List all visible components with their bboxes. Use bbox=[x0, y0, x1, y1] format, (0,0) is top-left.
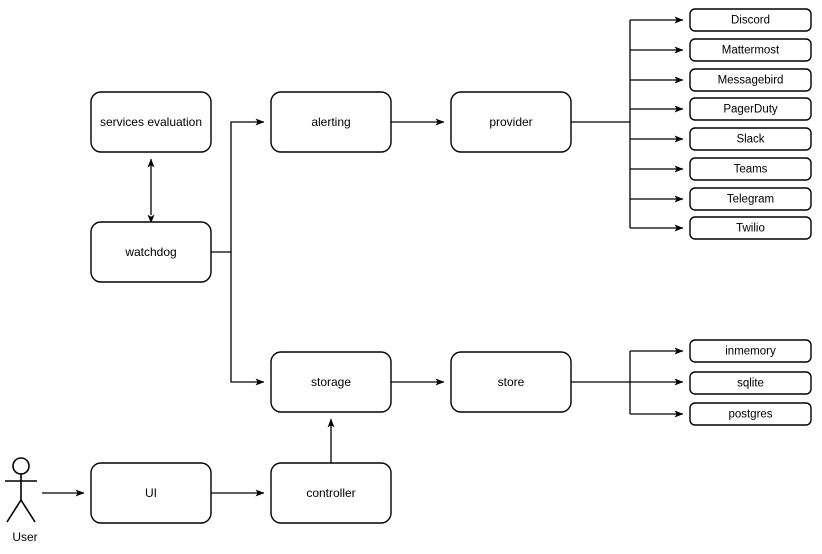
node-store-box[interactable] bbox=[450, 351, 572, 413]
user-actor[interactable]: User bbox=[5, 457, 38, 544]
leaf-provider-mattermost[interactable]: Mattermost bbox=[689, 38, 812, 62]
node-storage[interactable]: storage bbox=[270, 351, 392, 413]
edge-watchdog-alerting bbox=[211, 118, 265, 253]
node-alerting-label: alerting bbox=[311, 115, 350, 129]
leaf-provider-telegram-box[interactable] bbox=[689, 187, 812, 211]
edge-layer bbox=[42, 16, 684, 497]
actor-head-icon bbox=[12, 457, 30, 475]
leaf-store-sqlite-label: sqlite bbox=[737, 378, 764, 390]
leaf-provider-teams-box[interactable] bbox=[689, 157, 812, 181]
leaf-provider-pagerduty-label: PagerDuty bbox=[723, 104, 778, 116]
leaf-provider-teams-label: Teams bbox=[734, 164, 768, 176]
actor-leg-left bbox=[6, 499, 22, 523]
leaf-store-inmemory-box[interactable] bbox=[689, 339, 812, 363]
leaf-provider-telegram-label: Telegram bbox=[727, 194, 774, 206]
leaf-provider-discord-label: Discord bbox=[731, 15, 770, 27]
node-ui-box[interactable] bbox=[90, 462, 212, 524]
leaf-store-sqlite[interactable]: sqlite bbox=[689, 371, 812, 395]
node-storage-label: storage bbox=[311, 375, 351, 389]
node-storage-box[interactable] bbox=[270, 351, 392, 413]
node-alerting[interactable]: alerting bbox=[270, 91, 392, 153]
leaf-store-postgres[interactable]: postgres bbox=[689, 402, 812, 426]
leaf-provider-slack-label: Slack bbox=[736, 134, 764, 146]
node-provider-box[interactable] bbox=[450, 91, 572, 153]
leaf-provider-mattermost-label: Mattermost bbox=[722, 45, 780, 57]
actor-leg-right bbox=[20, 499, 36, 523]
node-watchdog-label: watchdog bbox=[124, 245, 176, 259]
node-controller-box[interactable] bbox=[270, 462, 392, 524]
node-alerting-box[interactable] bbox=[270, 91, 392, 153]
leaf-store-postgres-box[interactable] bbox=[689, 402, 812, 426]
node-services-evaluation-label: services evaluation bbox=[100, 115, 202, 129]
provider-leaf-group: Discord Mattermost Messagebird PagerDuty… bbox=[689, 8, 812, 240]
node-services-evaluation[interactable]: services evaluation bbox=[90, 91, 212, 153]
node-services-evaluation-box[interactable] bbox=[90, 91, 212, 153]
leaf-provider-twilio-box[interactable] bbox=[689, 216, 812, 240]
leaf-provider-messagebird-label: Messagebird bbox=[718, 75, 784, 87]
node-provider-label: provider bbox=[489, 115, 532, 129]
leaf-provider-messagebird-box[interactable] bbox=[689, 68, 812, 92]
leaf-provider-twilio[interactable]: Twilio bbox=[689, 216, 812, 240]
leaf-provider-twilio-label: Twilio bbox=[736, 223, 765, 235]
node-watchdog[interactable]: watchdog bbox=[90, 221, 212, 283]
leaf-provider-telegram[interactable]: Telegram bbox=[689, 187, 812, 211]
leaf-store-inmemory[interactable]: inmemory bbox=[689, 339, 812, 363]
store-leaf-group: inmemory sqlite postgres bbox=[689, 339, 812, 426]
node-ui-label: UI bbox=[145, 486, 157, 500]
node-provider[interactable]: provider bbox=[450, 91, 572, 153]
edge-watchdog-storage bbox=[230, 252, 265, 386]
leaf-provider-mattermost-box[interactable] bbox=[689, 38, 812, 62]
leaf-provider-discord-box[interactable] bbox=[689, 8, 812, 32]
node-controller-label: controller bbox=[306, 486, 355, 500]
leaf-store-sqlite-box[interactable] bbox=[689, 371, 812, 395]
leaf-store-postgres-label: postgres bbox=[728, 409, 772, 421]
leaf-store-inmemory-label: inmemory bbox=[725, 346, 776, 358]
user-actor-label: User bbox=[12, 530, 37, 544]
leaf-provider-pagerduty-box[interactable] bbox=[689, 97, 812, 121]
node-store[interactable]: store bbox=[450, 351, 572, 413]
node-store-label: store bbox=[498, 375, 525, 389]
leaf-provider-pagerduty[interactable]: PagerDuty bbox=[689, 97, 812, 121]
node-controller[interactable]: controller bbox=[270, 462, 392, 524]
leaf-provider-slack[interactable]: Slack bbox=[689, 127, 812, 151]
leaf-provider-slack-box[interactable] bbox=[689, 127, 812, 151]
leaf-provider-messagebird[interactable]: Messagebird bbox=[689, 68, 812, 92]
node-layer: services evaluation watchdog alerting pr… bbox=[90, 91, 572, 524]
node-ui[interactable]: UI bbox=[90, 462, 212, 524]
leaf-provider-teams[interactable]: Teams bbox=[689, 157, 812, 181]
node-watchdog-box[interactable] bbox=[90, 221, 212, 283]
leaf-provider-discord[interactable]: Discord bbox=[689, 8, 812, 32]
